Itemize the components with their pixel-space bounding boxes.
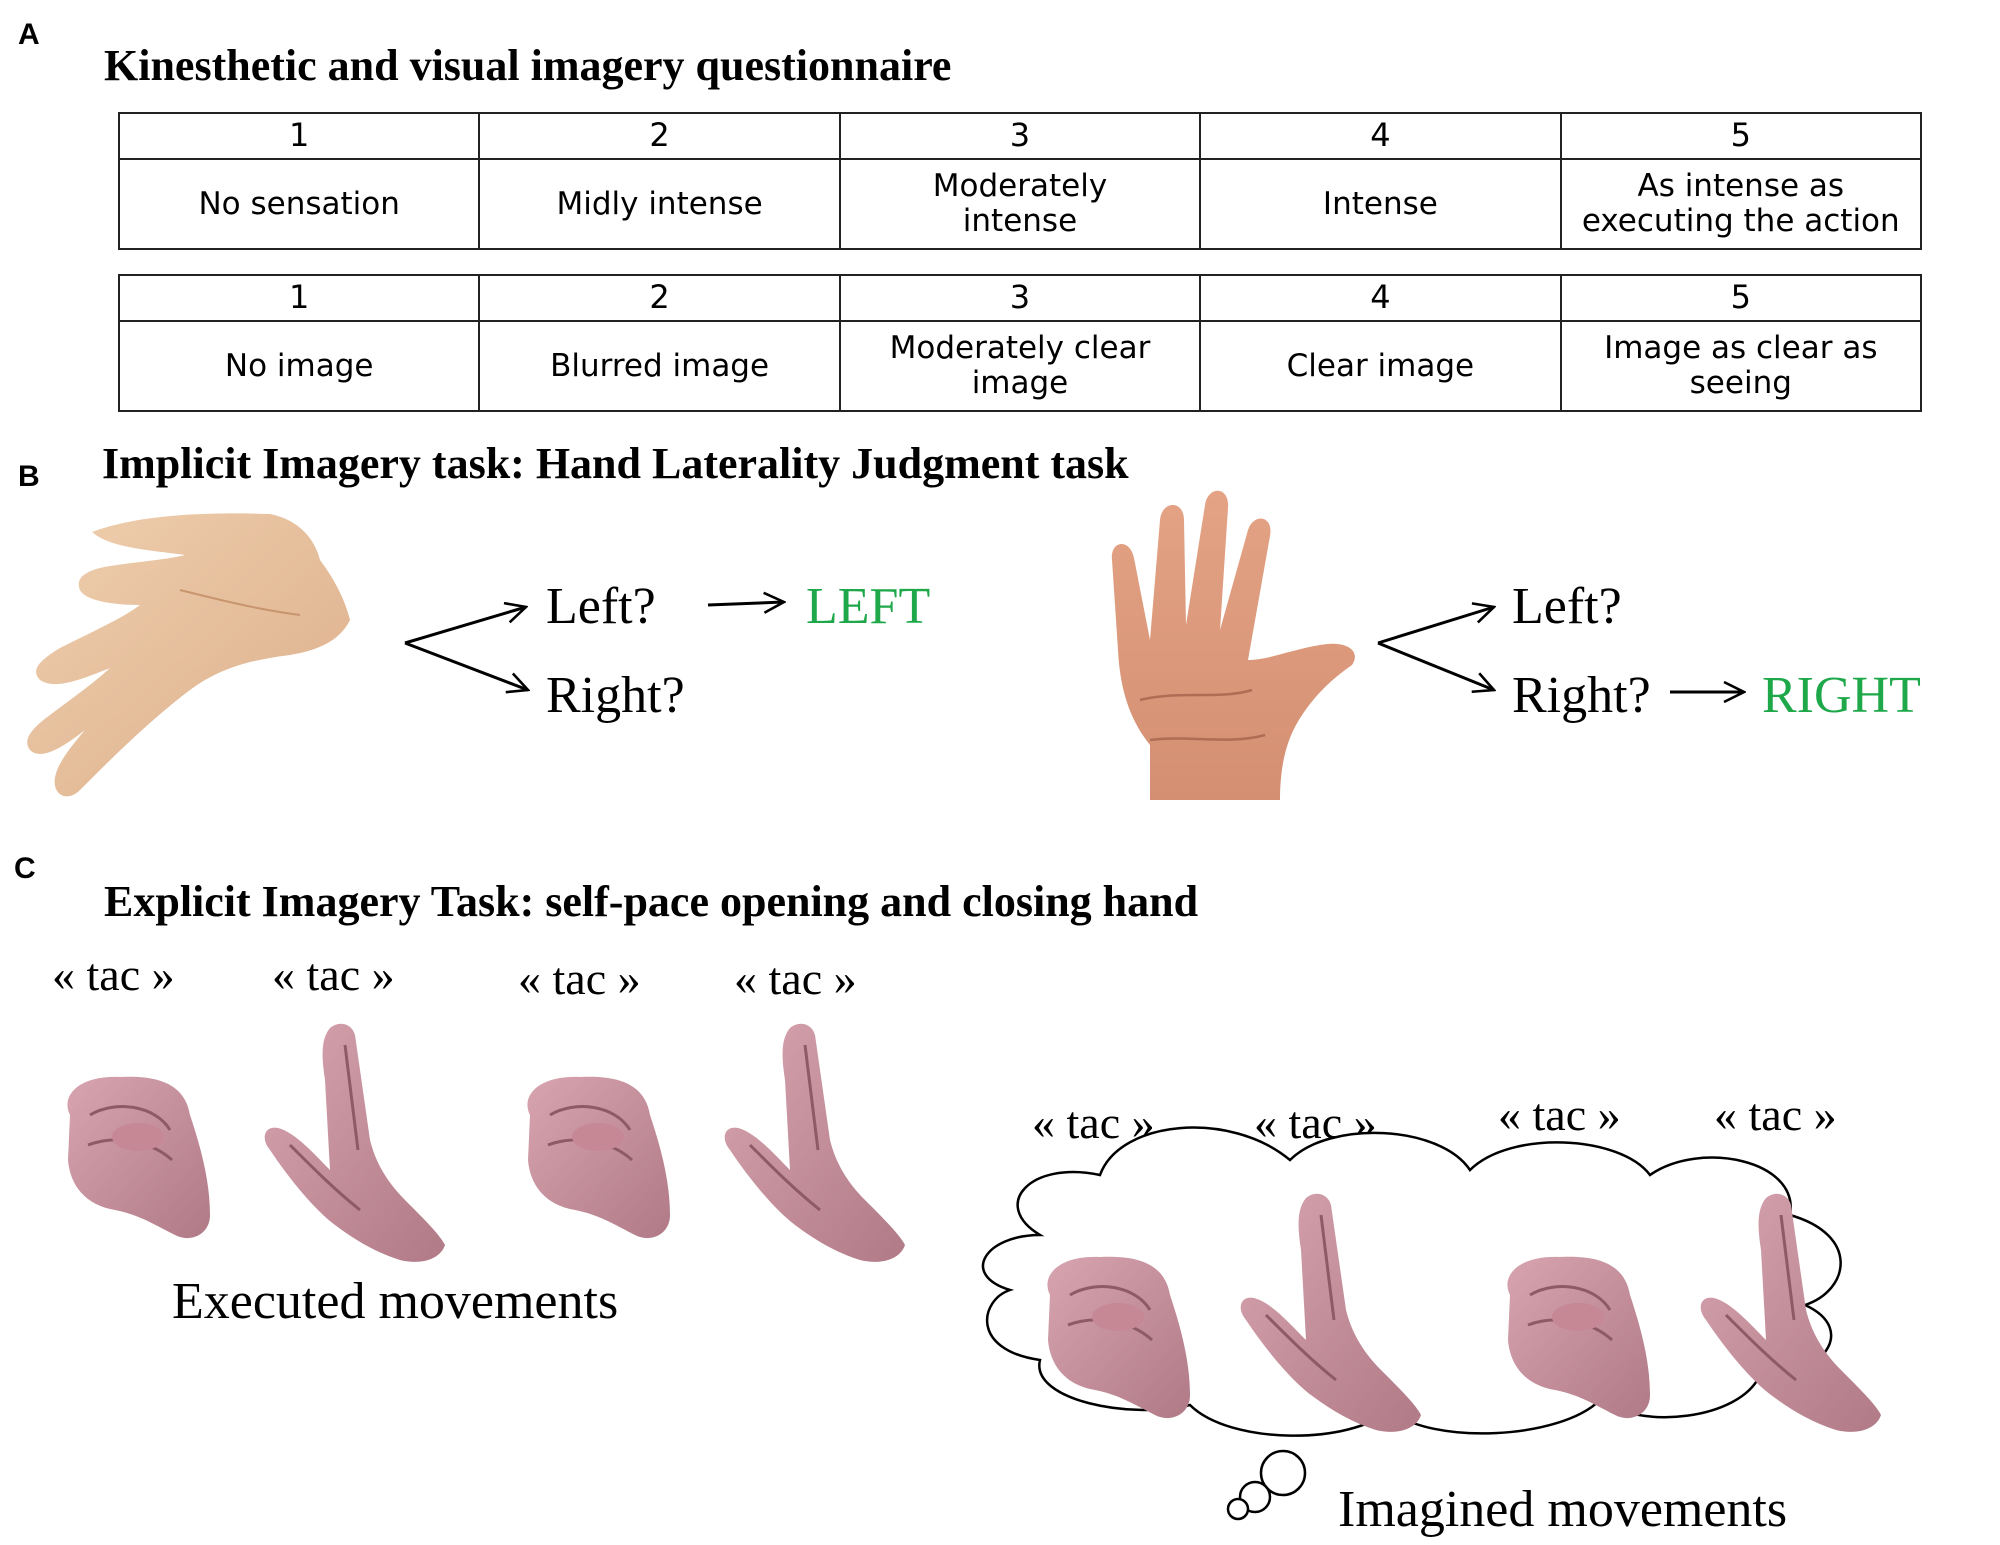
visual-number-4: 4 <box>1199 274 1562 322</box>
kinesthetic-scale-table: 1 2 3 4 5 No sensation Midly intense Mod… <box>117 112 1923 250</box>
kinesthetic-number-4: 4 <box>1199 112 1562 160</box>
panel-a-letter: A <box>18 18 40 51</box>
visual-description-5: Image as clear as seeing <box>1559 320 1923 412</box>
panel-c-letter: C <box>14 852 36 885</box>
kinesthetic-description-2: Midly intense <box>478 158 841 250</box>
visual-description-3: Moderately clear image <box>838 320 1202 412</box>
visual-description-2: Blurred image <box>478 320 841 412</box>
visual-number-3: 3 <box>838 274 1202 322</box>
trial-1-arrows <box>404 602 784 690</box>
cue-word-3: « tac » <box>518 953 641 1004</box>
cue-word-2: « tac » <box>272 949 395 1000</box>
cue-word-1: « tac » <box>52 949 175 1000</box>
kinesthetic-description-1: No sensation <box>117 158 481 250</box>
cue-word-7: « tac » <box>1498 1089 1621 1140</box>
visual-number-2: 2 <box>478 274 841 322</box>
visual-description-1: No image <box>117 320 481 412</box>
executed-open-hand-1 <box>263 1022 447 1264</box>
kinesthetic-number-2: 2 <box>478 112 841 160</box>
trial-1-right-option: Right? <box>546 667 685 724</box>
visual-description-4: Clear image <box>1199 320 1562 412</box>
trial-2-left-option: Left? <box>1512 578 1622 635</box>
kinesthetic-number-5: 5 <box>1559 112 1923 160</box>
panel-a-title: Kinesthetic and visual imagery questionn… <box>104 41 952 90</box>
executed-movements-label: Executed movements <box>172 1273 619 1330</box>
visual-scale-table: 1 2 3 4 5 No image Blurred image Moderat… <box>117 274 1923 412</box>
cue-word-4: « tac » <box>734 953 857 1004</box>
kinesthetic-description-5: As intense as executing the action <box>1559 158 1923 250</box>
kinesthetic-description-4: Intense <box>1199 158 1562 250</box>
trial-2-arrows <box>1377 607 1744 692</box>
executed-fist-2 <box>525 1075 672 1240</box>
kinesthetic-description-3: Moderately intense <box>838 158 1202 250</box>
trial-1-answer: LEFT <box>806 578 931 635</box>
panel-c-title: Explicit Imagery Task: self-pace opening… <box>104 877 1199 926</box>
palm-hand-photo <box>1111 490 1355 800</box>
kinesthetic-number-1: 1 <box>117 112 481 160</box>
visual-number-row: 1 2 3 4 5 <box>117 274 1923 322</box>
executed-open-hand-2 <box>723 1022 907 1264</box>
trial-2-right-option: Right? <box>1512 667 1651 724</box>
kinesthetic-number-3: 3 <box>838 112 1202 160</box>
dorsal-hand-photo <box>27 513 350 797</box>
visual-number-1: 1 <box>117 274 481 322</box>
imagined-movements-label: Imagined movements <box>1338 1481 1788 1538</box>
kinesthetic-description-row: No sensation Midly intense Moderately in… <box>117 158 1923 250</box>
panel-b-title: Implicit Imagery task: Hand Laterality J… <box>102 439 1129 488</box>
trial-1-left-option: Left? <box>546 578 656 635</box>
panel-b-letter: B <box>18 460 40 493</box>
visual-number-5: 5 <box>1559 274 1923 322</box>
cue-word-8: « tac » <box>1714 1089 1837 1140</box>
trial-2-answer: RIGHT <box>1762 667 1921 724</box>
executed-fist-1 <box>65 1075 212 1240</box>
visual-description-row: No image Blurred image Moderately clear … <box>117 320 1923 412</box>
kinesthetic-number-row: 1 2 3 4 5 <box>117 112 1923 160</box>
